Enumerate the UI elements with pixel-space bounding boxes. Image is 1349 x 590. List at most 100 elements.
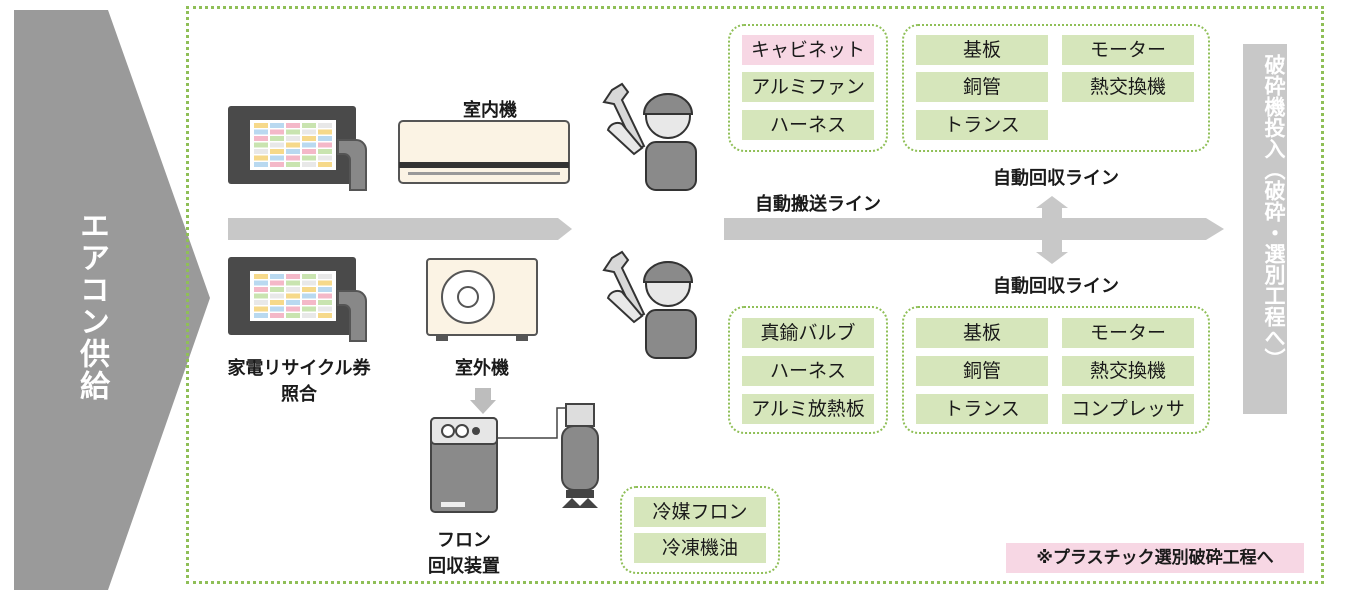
screen-cell [254,287,268,292]
part-tag: 基板 [916,318,1048,348]
down-arrow-icon [470,388,496,414]
freon-recovery-line1: フロン [437,530,491,551]
outdoor-auto-parts-group [902,306,1210,434]
screen-cell [318,293,332,299]
screen-cell [270,300,284,305]
screen-cell [254,306,268,312]
outdoor-unit-icon [426,258,538,341]
screen-cell [270,123,284,128]
part-tag: 銅管 [916,72,1048,102]
screen-cell [302,280,316,286]
screen-cell [254,129,268,135]
screen-cell [254,123,268,128]
screen-cell [318,136,332,141]
screen-cell [286,300,300,305]
screen-cell [286,149,300,154]
screen-cell [318,142,332,148]
screen-cell [270,293,284,299]
part-tag: モーター [1062,318,1194,348]
screen-cell [318,313,332,318]
screen-cell [302,313,316,318]
screen-cell [254,155,268,161]
screen-cell [286,155,300,161]
screen-cell [286,313,300,318]
part-tag: アルミファン [742,72,874,102]
part-tag: コンプレッサ [1062,394,1194,424]
screen-cell [286,306,300,312]
screen-cell [302,287,316,292]
shredder-input-label: 破砕機投入（破砕・選別工程へ） [1262,54,1286,369]
part-tag: トランス [916,394,1048,424]
process-frame [186,6,1324,584]
screen-cell [254,136,268,141]
screen-cell [302,162,316,167]
screen-cell [286,129,300,135]
worker-icon [602,82,697,191]
screen-cell [286,293,300,299]
screen-cell [286,280,300,286]
screen-cell [302,123,316,128]
outdoor-manual-parts-group [728,306,888,434]
indoor-auto-parts-group [902,24,1210,152]
ticket-reader-icon [228,106,367,191]
screen-cell [302,149,316,154]
screen-cell [254,142,268,148]
recycle-ticket-line1: 家電リサイクル券 [227,358,371,379]
indoor-unit-label: 室内機 [463,100,517,121]
screen-cell [318,287,332,292]
screen-cell [270,142,284,148]
freon-output-group [620,486,780,574]
part-tag: トランス [916,110,1048,140]
outdoor-unit-label: 室外機 [455,358,509,379]
freon-recovery-machine-icon [430,403,599,513]
screen-cell [254,280,268,286]
screen-cell [302,293,316,299]
recycle-ticket-label: 家電リサイクル券 照合 [214,354,384,406]
part-tag: ハーネス [742,356,874,386]
screen-cell [270,313,284,318]
freon-output-tag: 冷凍機油 [634,533,766,563]
screen-cell [270,162,284,167]
screen-cell [318,162,332,167]
plastic-process-note: ※プラスチック選別破砕工程へ [1006,543,1304,573]
part-tag: アルミ放熱板 [742,394,874,424]
screen-cell [254,313,268,318]
part-tag: 熱交換機 [1062,356,1194,386]
screen-cell [254,149,268,154]
screen-cell [302,142,316,148]
part-tag: ハーネス [742,110,874,140]
part-tag: モーター [1062,35,1194,65]
freon-output-tag: 冷媒フロン [634,497,766,527]
screen-cell [254,293,268,299]
screen-cell [254,274,268,279]
screen-cell [286,123,300,128]
screen-cell [286,136,300,141]
screen-cell [302,129,316,135]
shredder-input-bar: 破砕機投入（破砕・選別工程へ） [1243,44,1287,414]
part-tag: 真鍮バルブ [742,318,874,348]
screen-cell [254,300,268,305]
conveyor-line-label: 自動搬送ライン [755,194,881,215]
screen-cell [318,123,332,128]
worker-icon [602,250,697,359]
screen-cell [254,162,268,167]
screen-cell [270,274,284,279]
screen-cell [270,287,284,292]
screen-cell [302,136,316,141]
screen-cell [318,274,332,279]
part-tag: 熱交換機 [1062,72,1194,102]
screen-cell [270,280,284,286]
freon-recovery-label: フロン 回収装置 [414,526,514,578]
screen-cell [270,129,284,135]
conveyor-arrow-right [724,196,1224,264]
screen-cell [318,306,332,312]
chevron-shape [14,10,210,590]
ticket-reader-icon [228,257,367,342]
screen-cell [302,300,316,305]
supply-label: エアコン供給 [74,210,109,402]
recovery-line-label-upper: 自動回収ライン [993,168,1119,189]
recycle-ticket-line2: 照合 [281,384,317,405]
part-tag: 基板 [916,35,1048,65]
screen-cell [318,149,332,154]
screen-cell [286,274,300,279]
